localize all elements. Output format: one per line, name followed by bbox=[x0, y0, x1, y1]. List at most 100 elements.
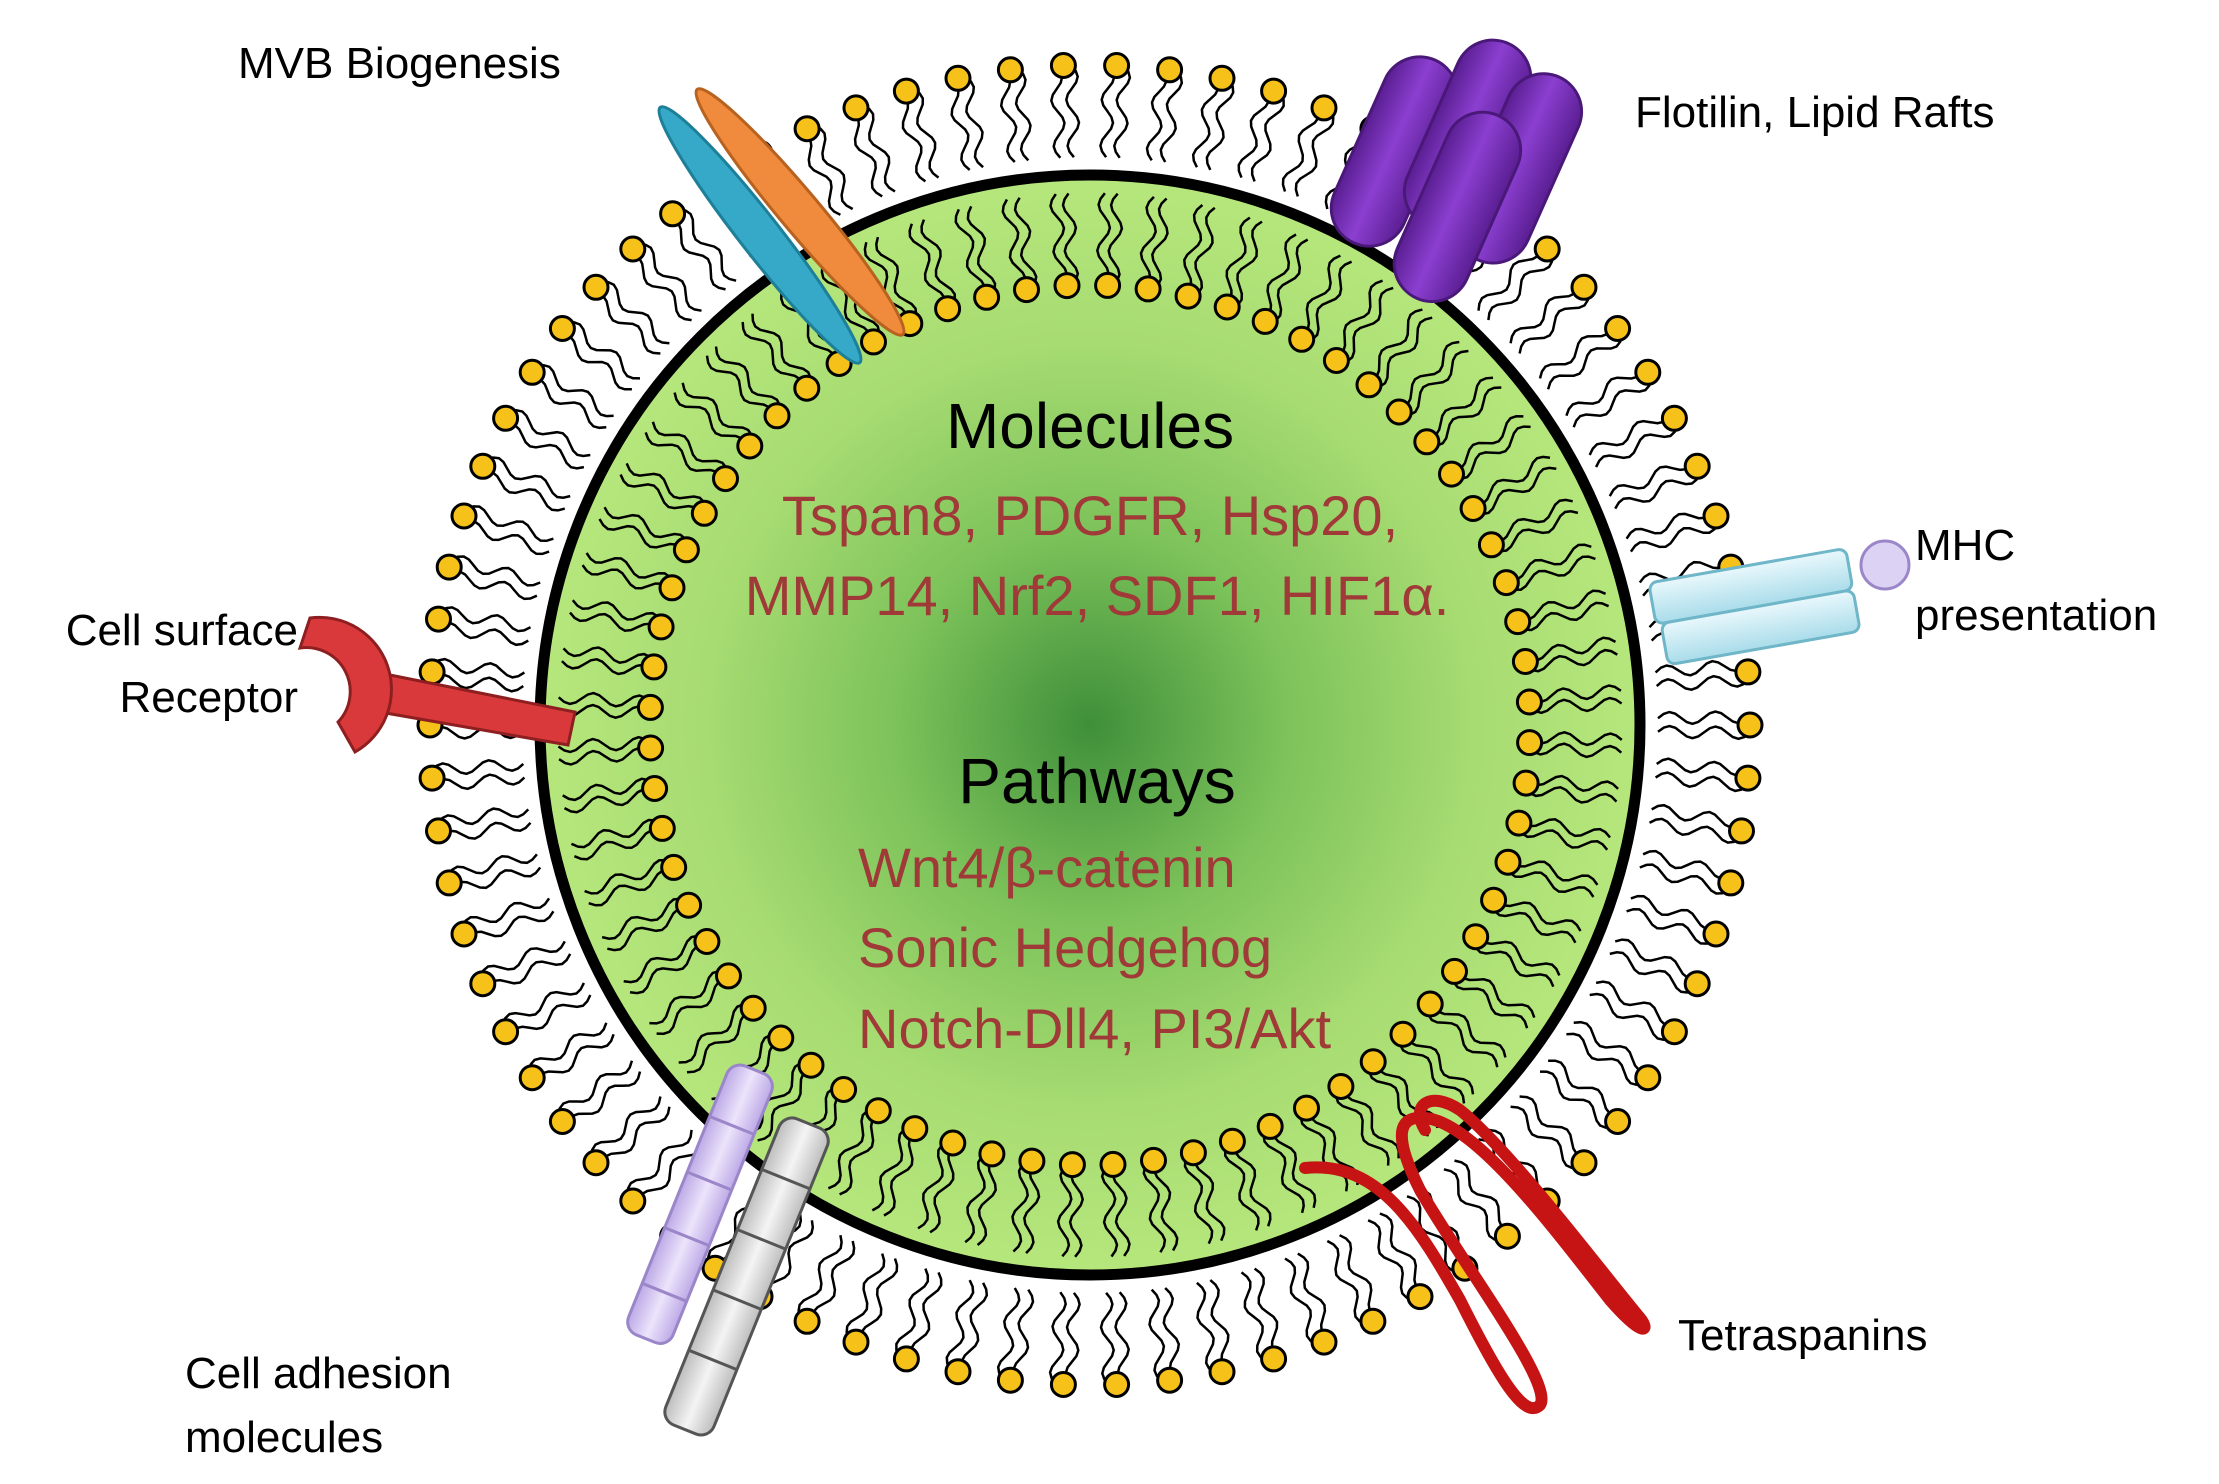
outer-lipid bbox=[1648, 803, 1755, 845]
outer-lipid bbox=[1049, 52, 1081, 159]
inner-lipid bbox=[649, 962, 742, 1035]
outer-lipid bbox=[450, 897, 555, 948]
outer-lipid bbox=[1589, 980, 1688, 1046]
pathways-line-3: Notch-Dll4, PI3/Akt bbox=[858, 997, 1331, 1060]
outer-lipid bbox=[1626, 894, 1730, 948]
outer-lipid bbox=[996, 1287, 1035, 1394]
label-cell-adhesion: Cell adhesion bbox=[185, 1349, 452, 1398]
outer-lipid bbox=[582, 273, 670, 355]
inner-lipid bbox=[964, 1140, 1006, 1246]
inner-lipid bbox=[584, 853, 688, 907]
outer-lipid bbox=[1609, 938, 1711, 998]
inner-lipid bbox=[1462, 923, 1561, 988]
inner-lipid bbox=[917, 1129, 967, 1234]
molecules-line-2: MMP14, Nrf2, SDF1, HIF1α. bbox=[745, 564, 1450, 627]
inner-lipid bbox=[1477, 498, 1579, 559]
outer-lipid bbox=[418, 758, 526, 792]
inner-lipid bbox=[1049, 192, 1081, 300]
inner-lipid bbox=[1515, 684, 1623, 716]
inner-lipid bbox=[1140, 1146, 1179, 1253]
pathways-line-2: Sonic Hedgehog bbox=[858, 916, 1272, 979]
label-molecules: molecules bbox=[185, 1413, 383, 1462]
outer-lipid bbox=[842, 94, 896, 198]
outer-lipid bbox=[1196, 1279, 1236, 1386]
inner-lipid bbox=[581, 552, 686, 602]
outer-lipid bbox=[944, 64, 984, 171]
inner-lipid bbox=[1459, 455, 1557, 522]
outer-lipid bbox=[793, 115, 854, 216]
inner-lipid bbox=[1094, 192, 1124, 299]
inner-lipid bbox=[1099, 1150, 1131, 1258]
adhesion-molecules bbox=[626, 1063, 830, 1437]
inner-lipid bbox=[1516, 729, 1623, 759]
inner-lipid bbox=[1213, 216, 1263, 321]
lipid-bilayer bbox=[416, 52, 1764, 1398]
outer-lipid bbox=[1477, 235, 1561, 321]
inner-lipid bbox=[623, 928, 721, 995]
flotilin-cylinders bbox=[1329, 38, 1584, 304]
inner-lipid bbox=[1480, 886, 1582, 944]
inner-lipid bbox=[1494, 848, 1599, 898]
outer-lipid bbox=[1639, 849, 1745, 897]
inner-lipid bbox=[1134, 196, 1169, 303]
outer-lipid bbox=[1148, 1287, 1184, 1394]
inner-lipid bbox=[1441, 957, 1536, 1029]
pathways-line-1: Wnt4/β-catenin bbox=[858, 836, 1236, 899]
outer-lipid bbox=[469, 940, 572, 998]
outer-lipid bbox=[892, 1268, 943, 1373]
outer-lipid bbox=[1657, 710, 1764, 741]
outer-lipid bbox=[518, 358, 614, 430]
label-receptor: Receptor bbox=[119, 673, 298, 722]
molecules-line-1: Tspan8, PDGFR, Hsp20, bbox=[782, 484, 1398, 547]
inner-lipid bbox=[557, 691, 664, 721]
outer-lipid bbox=[548, 315, 641, 391]
inner-lipid bbox=[705, 346, 791, 430]
inner-lipid bbox=[1355, 308, 1433, 399]
outer-lipid bbox=[435, 853, 542, 897]
inner-lipid bbox=[1504, 589, 1610, 636]
mhc-molecule bbox=[1648, 539, 1911, 666]
label-tetraspanins: Tetraspanins bbox=[1678, 1311, 1927, 1360]
outer-lipid bbox=[492, 404, 591, 470]
label-presentation: presentation bbox=[1915, 591, 2157, 640]
cell-surface-receptor bbox=[297, 615, 577, 755]
inner-lipid bbox=[908, 219, 962, 323]
inner-lipid bbox=[1389, 1020, 1475, 1104]
inner-lipid bbox=[827, 1097, 892, 1196]
outer-lipid bbox=[1608, 452, 1711, 510]
inner-lipid bbox=[1511, 636, 1618, 675]
mvb-proteins bbox=[657, 87, 906, 365]
label-mhc: MHC bbox=[1915, 521, 2015, 570]
inner-lipid bbox=[747, 1051, 825, 1142]
pathways-heading: Pathways bbox=[958, 745, 1235, 817]
outer-lipid bbox=[492, 982, 592, 1046]
inner-lipid bbox=[1256, 1112, 1317, 1214]
outer-lipid bbox=[425, 605, 532, 647]
outer-lipid bbox=[996, 56, 1032, 163]
outer-lipid bbox=[435, 553, 541, 601]
inner-lipid bbox=[619, 462, 718, 527]
outer-lipid bbox=[842, 1253, 899, 1356]
label-cell-surface: Cell surface bbox=[66, 606, 298, 655]
outer-lipid bbox=[659, 200, 737, 291]
outer-lipid bbox=[518, 1022, 615, 1092]
inner-lipid bbox=[562, 775, 669, 814]
inner-lipid bbox=[644, 421, 739, 493]
inner-lipid bbox=[1413, 376, 1502, 456]
inner-lipid bbox=[601, 891, 703, 952]
outer-lipid bbox=[1538, 315, 1632, 390]
molecules-heading: Molecules bbox=[946, 390, 1234, 462]
outer-lipid bbox=[793, 1234, 856, 1335]
inner-lipid bbox=[1011, 1147, 1046, 1254]
tetraspanin-loops bbox=[1299, 1094, 1651, 1415]
inner-lipid bbox=[570, 814, 676, 861]
inner-lipid bbox=[1438, 415, 1531, 488]
outer-lipid bbox=[1625, 502, 1730, 553]
inner-lipid bbox=[1251, 233, 1309, 335]
outer-lipid bbox=[1509, 273, 1598, 354]
outer-lipid bbox=[1588, 404, 1688, 468]
outer-lipid bbox=[1191, 64, 1236, 171]
outer-lipid bbox=[1326, 1234, 1387, 1335]
outer-lipid bbox=[1566, 1020, 1662, 1092]
inner-lipid bbox=[1327, 1073, 1400, 1166]
